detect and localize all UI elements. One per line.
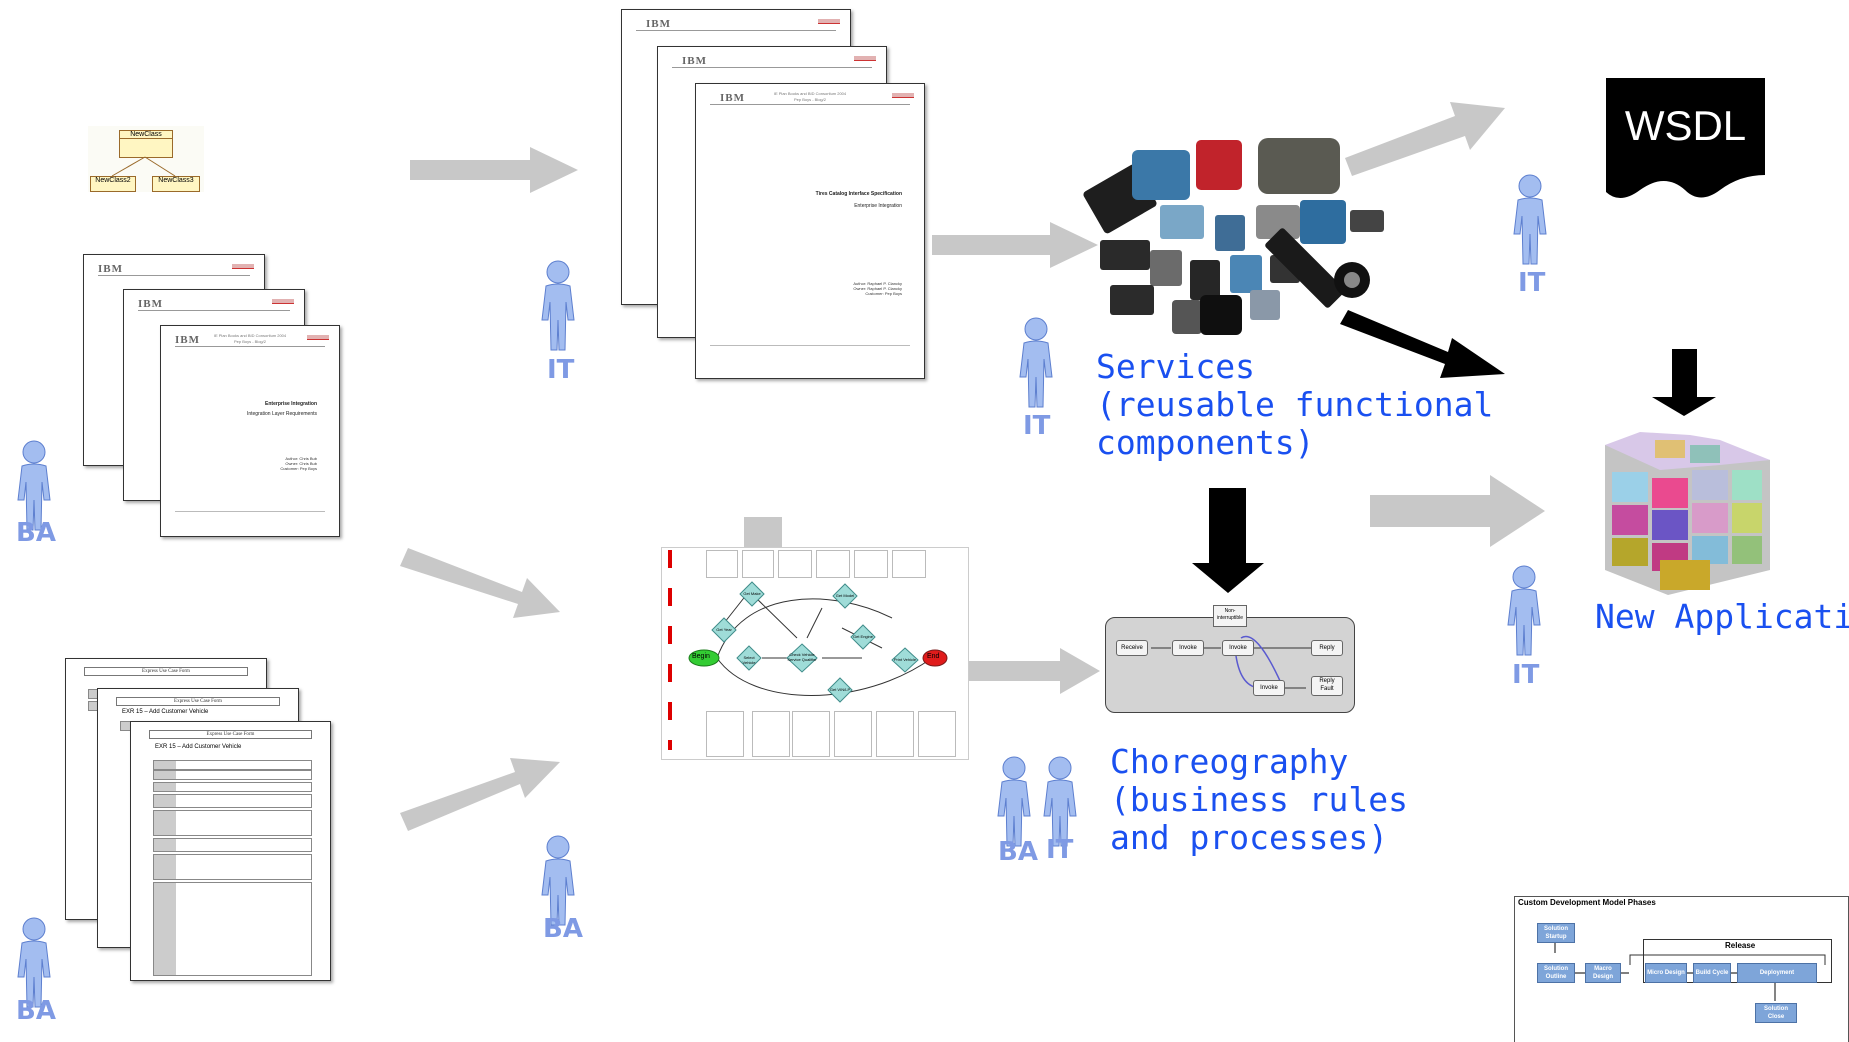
choreography-process-diagram: Receive Invoke Invoke Invoke Reply Reply… xyxy=(1105,617,1355,713)
phase-box: Micro Design xyxy=(1645,963,1687,983)
flow-node: Get Make xyxy=(743,591,761,596)
it-person-icon xyxy=(541,260,575,351)
requirements-document: IBM IE Plan Books and BID Consortium 200… xyxy=(160,325,340,537)
choreography-node: Invoke xyxy=(1253,680,1285,696)
it-role-label: IT xyxy=(1512,660,1540,690)
it-role-label: IT xyxy=(1023,411,1051,441)
ba-person-icon xyxy=(17,917,51,1008)
class-diagram: NewClass NewClass2 NewClass3 xyxy=(88,126,204,192)
flow-node: Get Year xyxy=(716,627,732,632)
new-application-caption: New Application xyxy=(1595,597,1849,636)
ba-person-icon xyxy=(17,440,51,531)
application-cube-icon xyxy=(1605,432,1770,595)
arrow-classes-to-interface xyxy=(410,147,578,193)
phase-box: Solution Outline xyxy=(1537,963,1575,983)
flow-end-node: End xyxy=(927,653,940,660)
wsdl-label: WSDL xyxy=(1624,102,1747,149)
services-caption: Services (reusable functional components… xyxy=(1096,347,1494,462)
flow-node: Select Vehicle xyxy=(742,655,756,665)
flow-node: Get Engine xyxy=(852,634,873,639)
ba-person-icon xyxy=(541,835,575,926)
arrow-services-to-choreography xyxy=(1192,488,1264,593)
it-role-label: IT xyxy=(547,355,575,385)
class-box-parent: NewClass xyxy=(119,130,173,158)
phase-box: Deployment xyxy=(1737,963,1817,983)
flow-begin-node: Begin xyxy=(692,653,710,660)
arrow-interface-to-services xyxy=(932,222,1098,268)
class-box-child: NewClass3 xyxy=(152,176,200,192)
interface-spec-document: IBM IE Plan Books and BID Consortium 200… xyxy=(695,83,925,379)
it-person-icon xyxy=(1019,317,1053,408)
arrow-wsdl-to-app xyxy=(1652,349,1716,416)
services-parts-image xyxy=(1083,138,1384,335)
it-role-label: IT xyxy=(1518,268,1546,298)
arrow-usecases-to-flow xyxy=(400,758,560,831)
choreography-node: Reply Fault xyxy=(1311,676,1343,696)
it-role-label: IT xyxy=(1046,835,1074,865)
arrow-services-to-app xyxy=(1340,310,1505,378)
arrow-flow-to-choreography xyxy=(968,648,1100,694)
it-person-icon xyxy=(1513,174,1547,265)
choreography-node: Invoke xyxy=(1222,640,1254,656)
phase-box: Solution Startup xyxy=(1537,923,1575,943)
arrow-choreography-to-app xyxy=(1370,475,1545,547)
process-flow-diagram: Begin End Get Make Get Model Get Year Se… xyxy=(661,547,969,760)
ba-role-label: BA xyxy=(16,518,56,548)
wsdl-document-icon xyxy=(1606,78,1765,199)
phases-title: Custom Development Model Phases xyxy=(1518,898,1656,907)
ba-role-label: BA xyxy=(998,837,1038,867)
phase-box: Macro Design xyxy=(1585,963,1621,983)
choreography-node: Receive xyxy=(1116,640,1148,656)
flow-node: Print Vehicle xyxy=(893,657,917,662)
choreography-node: Invoke xyxy=(1172,640,1204,656)
flow-node: Check Vehicle Service Qualifier xyxy=(787,652,817,662)
development-phases-diagram: Custom Development Model Phases Release … xyxy=(1514,896,1849,1042)
it-person-icon xyxy=(1507,565,1541,656)
arrow-reqs-to-flow xyxy=(400,548,560,618)
phase-box: Solution Close xyxy=(1755,1003,1797,1023)
ba-role-label: BA xyxy=(16,996,56,1026)
class-box-child: NewClass2 xyxy=(90,176,136,192)
flow-node: Get VIN/LP xyxy=(829,687,851,692)
it-person-icon xyxy=(1043,756,1077,847)
flow-node: Get Model xyxy=(835,593,855,598)
release-label: Release xyxy=(1725,941,1756,950)
choreography-caption: Choreography (business rules and process… xyxy=(1110,742,1409,857)
ba-person-icon xyxy=(997,756,1031,847)
ba-role-label: BA xyxy=(543,914,583,944)
arrow-services-to-wsdl xyxy=(1345,102,1505,176)
flow-top-stub xyxy=(744,517,782,547)
choreography-node: Reply xyxy=(1311,640,1343,656)
phase-box: Build Cycle xyxy=(1693,963,1731,983)
non-interruptible-node: Non-interruptible xyxy=(1213,605,1247,627)
use-case-document: Express Use Case Form EXR 15 – Add Custo… xyxy=(130,721,331,981)
